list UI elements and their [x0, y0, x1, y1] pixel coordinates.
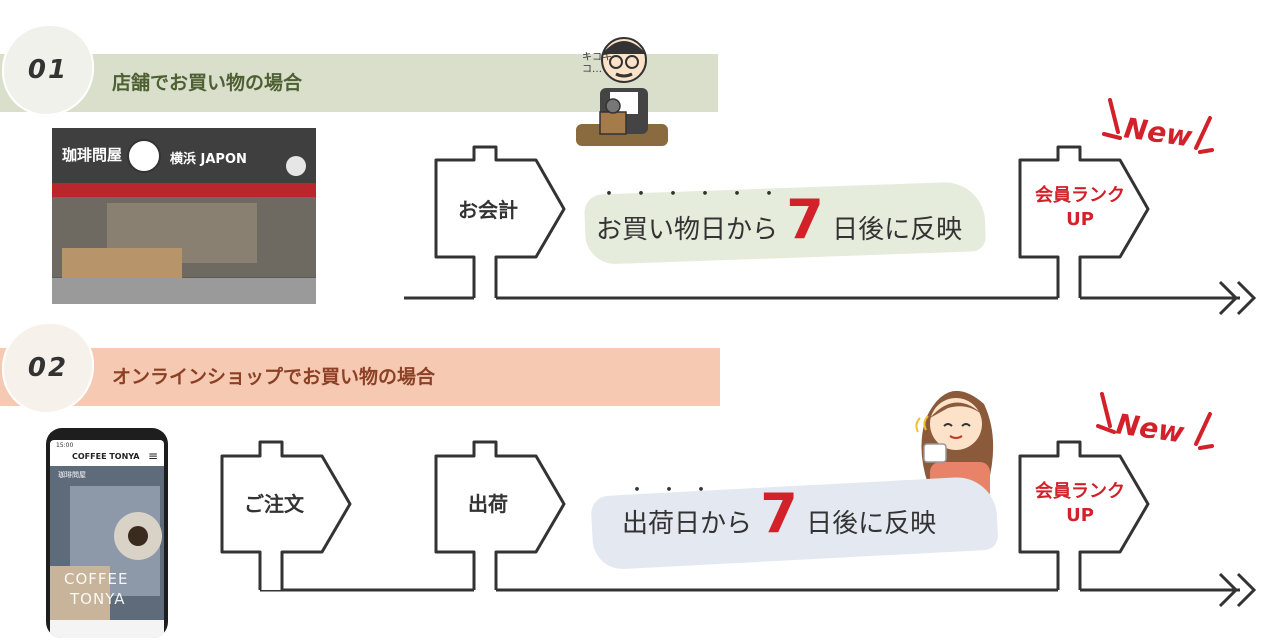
- phone-hero-line2: TONYA: [70, 590, 126, 608]
- sparkle-icon: [1096, 392, 1214, 450]
- signpost-shape: [1018, 440, 1150, 590]
- signpost-shape: [434, 440, 566, 590]
- message-number: 7: [786, 188, 824, 251]
- phone-hero-drawing: [50, 466, 164, 620]
- message-number: 7: [760, 482, 798, 545]
- step-shipment-label: 出荷: [468, 492, 508, 516]
- result-rank-up-label: 会員ランク UP: [1022, 480, 1138, 528]
- phone-brand: COFFEE TONYA: [72, 452, 140, 461]
- signpost-shape: [1018, 145, 1150, 298]
- double-chevron-right-icon: [1218, 572, 1257, 608]
- result-line2: UP: [1066, 209, 1094, 230]
- store-photo-drawing: [52, 128, 316, 304]
- emphasis-dots: ・・・・・・: [600, 184, 792, 205]
- smartphone-mockup: 15:00 COFFEE TONYA ≡ 珈琲問屋 COFFEE TONYA: [46, 428, 168, 638]
- phone-hero-image: 珈琲問屋 COFFEE TONYA: [50, 466, 164, 620]
- section-number: 02: [27, 353, 69, 383]
- barista-illustration: [576, 37, 668, 146]
- double-chevron-right-icon: [1218, 280, 1257, 316]
- section-store-purchase: 店舗でお買い物の場合 01 珈琲問屋 横浜 JAPON: [0, 24, 1257, 316]
- phone-tab-bar: [50, 620, 164, 638]
- message-before: 出荷日から: [622, 509, 753, 539]
- section-header-band: 店舗でお買い物の場合: [0, 54, 718, 112]
- message-before: お買い物日から: [596, 215, 779, 245]
- section-number-badge: 01: [2, 24, 94, 116]
- store-sign-right: 横浜 JAPON: [170, 152, 247, 167]
- phone-hero-line1: COFFEE: [64, 570, 129, 588]
- step-order-label: ご注文: [244, 492, 304, 516]
- phone-screen: 15:00 COFFEE TONYA ≡ 珈琲問屋 COFFEE TONYA: [50, 440, 164, 638]
- emphasis-dots: ・・・: [628, 480, 724, 501]
- signpost-shape: [220, 440, 352, 590]
- message-after: 日後に反映: [806, 509, 937, 539]
- reflect-message: お買い物日から 7 日後に反映: [596, 188, 962, 251]
- section-title: オンラインショップでお買い物の場合: [112, 366, 436, 388]
- section-header-band: オンラインショップでお買い物の場合: [0, 348, 720, 406]
- sparkle-icon: [1102, 98, 1214, 154]
- flow-diagram: [404, 37, 1257, 316]
- result-line1: 会員ランク: [1035, 185, 1125, 206]
- section-number: 01: [27, 55, 69, 85]
- phone-shop-name: 珈琲問屋: [58, 471, 86, 479]
- result-rank-up-label: 会員ランク UP: [1022, 184, 1138, 232]
- sound-effect-text: キコキコ…: [582, 52, 612, 75]
- message-after: 日後に反映: [832, 215, 963, 245]
- signpost-shape: [434, 145, 566, 298]
- store-photo: 珈琲問屋 横浜 JAPON: [52, 128, 316, 304]
- section-title: 店舗でお買い物の場合: [112, 72, 303, 94]
- reflect-message: 出荷日から 7 日後に反映: [622, 482, 936, 545]
- result-line2: UP: [1066, 505, 1094, 526]
- step-checkout-label: お会計: [458, 198, 518, 222]
- hamburger-menu-icon: ≡: [147, 449, 158, 463]
- section-number-badge: 02: [2, 322, 94, 414]
- result-line1: 会員ランク: [1035, 481, 1125, 502]
- phone-time: 15:00: [56, 442, 74, 449]
- section-online-purchase: オンラインショップでお買い物の場合 02 15:00 COFFEE TONYA …: [0, 320, 1280, 640]
- store-sign-left: 珈琲問屋: [62, 146, 123, 164]
